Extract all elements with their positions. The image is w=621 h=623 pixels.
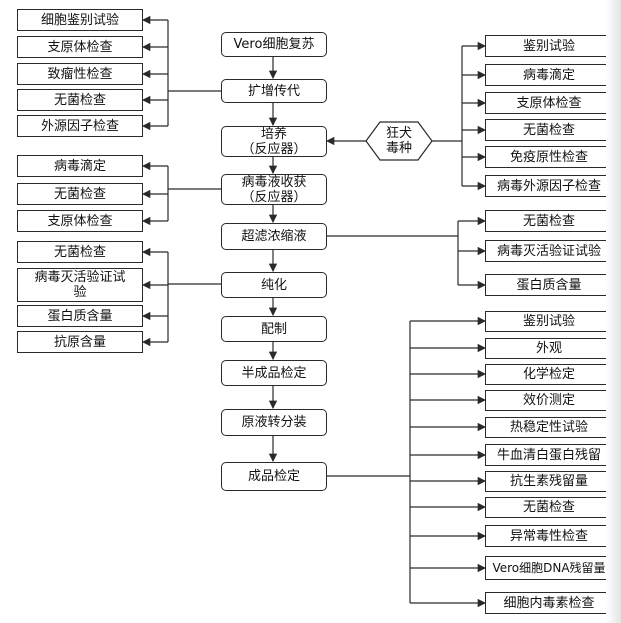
- test-label: 无菌检查: [522, 122, 575, 138]
- expansion-test-box: 致瘤性检查: [17, 63, 143, 85]
- purification-test-box: 蛋白质含量: [17, 305, 143, 327]
- step-label: 半成品检定: [241, 365, 307, 381]
- purification-test-box: 病毒灭活验证试验: [17, 268, 143, 302]
- step-ultrafiltration: 超滤浓缩液: [221, 223, 327, 250]
- final-test-box: 细胞内毒素检查: [485, 592, 613, 614]
- final-test-box: 化学检定: [485, 364, 613, 385]
- rabies-seed-label: 狂犬 毒种: [380, 126, 418, 156]
- seed-test-box: 支原体检查: [485, 92, 613, 114]
- ultrafiltration-test-box: 病毒灭活验证试验: [485, 240, 613, 262]
- test-label: 无菌检查: [522, 213, 575, 229]
- step-label: 配制: [260, 321, 287, 337]
- step-label: 扩增传代: [247, 83, 300, 99]
- purification-test-box: 抗原含量: [17, 331, 143, 353]
- final-test-box: 无菌检查: [485, 497, 613, 518]
- step-label: 原液转分装: [241, 415, 307, 430]
- test-label: 病毒灭活验证试验: [496, 243, 601, 259]
- step-label: 超滤浓缩液: [241, 229, 307, 244]
- test-label: 鉴别试验: [522, 38, 575, 54]
- harvest-test-box: 病毒滴定: [17, 155, 143, 177]
- step-label: 纯化: [260, 277, 287, 293]
- expansion-test-box: 外源因子检查: [17, 115, 143, 137]
- harvest-test-box: 支原体检查: [17, 210, 143, 232]
- step-final-test: 成品检定: [221, 462, 327, 491]
- final-test-box: 热稳定性试验: [485, 417, 613, 438]
- step-label: 病毒液收获: [241, 174, 307, 190]
- test-label: 异常毒性检查: [509, 528, 588, 544]
- final-test-box: 抗生素残留量: [485, 471, 613, 492]
- expansion-test-box: 无菌检查: [17, 89, 143, 111]
- test-label: 病毒滴定: [53, 158, 106, 174]
- test-label: 鉴别试验: [522, 314, 575, 329]
- test-label: 蛋白质含量: [516, 277, 582, 293]
- test-label: 致瘤性检查: [47, 66, 113, 82]
- expansion-test-box: 细胞鉴别试验: [17, 9, 143, 31]
- test-label: 化学检定: [522, 367, 575, 382]
- test-label: 无菌检查: [53, 244, 106, 260]
- final-test-box: Vero细胞DNA残留量: [485, 556, 613, 580]
- step-label: Vero细胞复苏: [233, 37, 315, 52]
- test-label: Vero细胞DNA残留量: [492, 560, 606, 575]
- test-label: 抗原含量: [53, 334, 106, 350]
- test-label: 外源因子检查: [40, 118, 119, 134]
- ultrafiltration-test-box: 无菌检查: [485, 210, 613, 232]
- test-label: 病毒外源因子检查: [496, 178, 601, 194]
- test-label: 热稳定性试验: [509, 420, 588, 435]
- test-label: 无菌检查: [53, 92, 106, 108]
- seed-test-box: 无菌检查: [485, 119, 613, 141]
- test-label: 抗生素残留量: [509, 474, 588, 489]
- step-culture: 培养 （反应器）: [221, 126, 327, 157]
- page-edge-shadow: [606, 0, 621, 623]
- step-bulk-filling: 原液转分装: [221, 409, 327, 436]
- seed-test-box: 病毒外源因子检查: [485, 175, 613, 197]
- ultrafiltration-test-box: 蛋白质含量: [485, 274, 613, 296]
- expansion-test-box: 支原体检查: [17, 36, 143, 58]
- step-vero-recovery: Vero细胞复苏: [221, 32, 327, 57]
- test-label: 蛋白质含量: [47, 308, 113, 324]
- test-label: 效价测定: [522, 393, 575, 408]
- seed-hexagon-shape: [365, 121, 433, 161]
- seed-line1: 狂犬: [385, 126, 412, 141]
- final-test-box: 异常毒性检查: [485, 525, 613, 547]
- final-test-box: 鉴别试验: [485, 311, 613, 332]
- final-test-box: 外观: [485, 338, 613, 359]
- final-test-box: 牛血清白蛋白残留: [485, 444, 613, 466]
- test-label: 支原体检查: [47, 39, 113, 55]
- seed-test-box: 病毒滴定: [485, 64, 613, 86]
- harvest-test-box: 无菌检查: [17, 183, 143, 205]
- step-formulation: 配制: [221, 316, 327, 342]
- test-label: 牛血清白蛋白残留: [496, 447, 601, 463]
- final-test-box: 效价测定: [485, 390, 613, 411]
- step-sublabel: （反应器）: [241, 141, 307, 157]
- test-label: 支原体检查: [516, 95, 582, 111]
- test-label: 免疫原性检查: [509, 149, 588, 165]
- seed-test-box: 免疫原性检查: [485, 146, 613, 168]
- test-label: 细胞鉴别试验: [40, 12, 119, 28]
- seed-test-box: 鉴别试验: [485, 35, 613, 57]
- test-label: 病毒滴定: [522, 67, 575, 83]
- step-semi-final-test: 半成品检定: [221, 360, 327, 386]
- test-label: 外观: [535, 341, 562, 356]
- test-label: 病毒灭活验证试验: [34, 270, 126, 300]
- test-label: 支原体检查: [47, 213, 113, 229]
- test-label: 无菌检查: [53, 186, 106, 202]
- step-label: 成品检定: [247, 469, 300, 484]
- purification-test-box: 无菌检查: [17, 241, 143, 263]
- step-harvest: 病毒液收获 （反应器）: [221, 174, 327, 205]
- step-expansion: 扩增传代: [221, 79, 327, 103]
- step-sublabel: （反应器）: [241, 189, 307, 205]
- step-label: 培养: [260, 126, 287, 142]
- step-purification: 纯化: [221, 272, 327, 298]
- seed-line2: 毒种: [385, 141, 412, 156]
- test-label: 无菌检查: [522, 500, 575, 515]
- test-label: 细胞内毒素检查: [503, 595, 595, 611]
